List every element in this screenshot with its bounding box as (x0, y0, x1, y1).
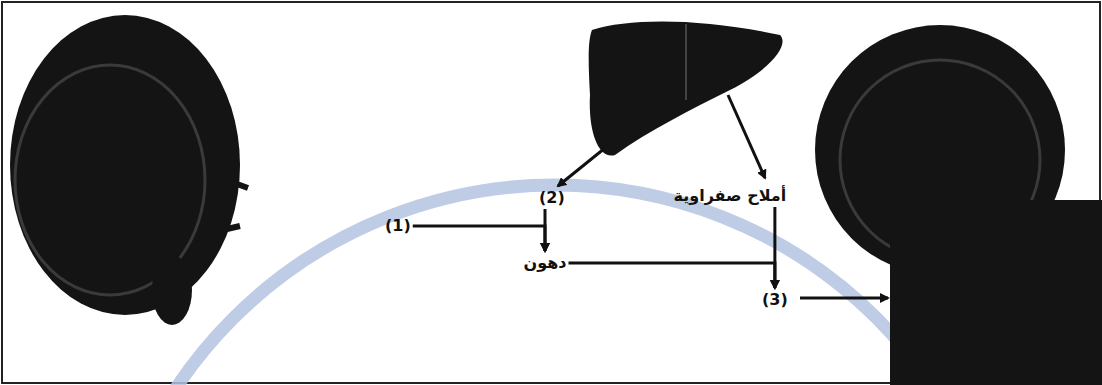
node-text: (3) (762, 290, 788, 310)
flow-arrow (413, 226, 545, 251)
node-text: دهون (524, 253, 567, 273)
leader-arrow (800, 297, 888, 300)
flow-arrow (569, 263, 775, 288)
node-text: (2) (539, 188, 565, 208)
substance-label: أملاح صفراوية (672, 185, 789, 207)
liver-organ (558, 22, 783, 186)
node-text: (1) (385, 216, 411, 236)
node-text: أملاح صفراوية (674, 186, 787, 206)
flow-arrow (773, 207, 776, 288)
stomach-organ (10, 15, 248, 325)
flow-arrow (544, 209, 547, 251)
callout-number: (1) (383, 215, 413, 237)
callout-number: (2) (537, 187, 567, 209)
intestine-organ (800, 25, 1102, 385)
callout-number: (3) (760, 289, 790, 311)
substance-label: دهون (522, 252, 569, 274)
